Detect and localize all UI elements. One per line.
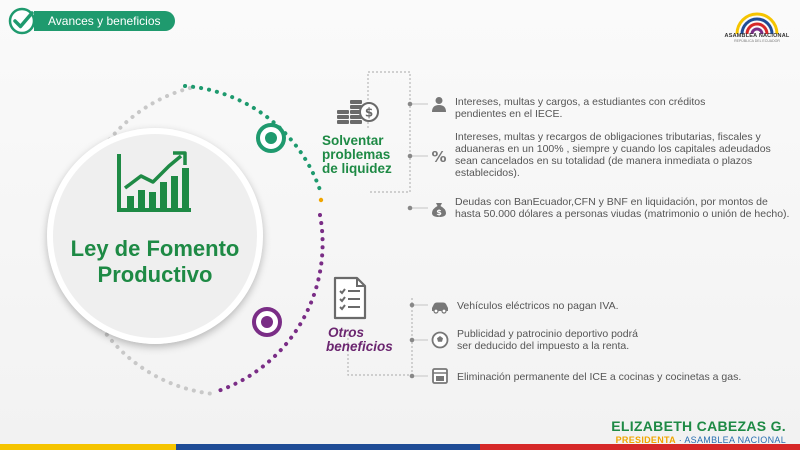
otros-label: Otros beneficios xyxy=(326,326,393,354)
logo-name: ASAMBLEA NACIONAL xyxy=(724,33,790,39)
soccer-ball-icon xyxy=(431,331,449,349)
item-line: ser deducido del impuesto a la renta. xyxy=(457,340,630,352)
liquidez-label: Solventar problemas de liquidez xyxy=(322,134,392,176)
liquidez-item-2: Intereses, multas y recargos de obligaci… xyxy=(455,131,771,179)
item-line: sean cancelados en su totalidad (de mane… xyxy=(455,155,753,167)
coins-icon: $ xyxy=(337,100,379,124)
car-icon xyxy=(432,302,448,314)
otros-item-2: Publicidad y patrocinio deportivo podrá … xyxy=(457,328,638,352)
student-icon xyxy=(432,97,446,112)
section-tab: Avances y beneficios xyxy=(34,11,175,31)
main-title-line1: Ley de Fomento xyxy=(70,236,240,261)
liquidez-item-3: Deudas con BanEcuador,CFN y BNF en liqui… xyxy=(455,196,789,220)
money-bag-icon: $ xyxy=(432,203,446,217)
liquidez-item-1: Intereses, multas y cargos, a estudiante… xyxy=(455,96,705,120)
svg-text:$: $ xyxy=(436,208,442,217)
item-line: pendientes en el IECE. xyxy=(455,108,563,120)
otros-label-line1: Otros xyxy=(328,325,365,340)
flag-stripe xyxy=(0,444,800,450)
otros-item-3: Eliminación permanente del ICE a cocinas… xyxy=(457,371,741,383)
footer-role-org: ASAMBLEA NACIONAL xyxy=(684,435,786,445)
main-title: Ley de Fomento Productivo xyxy=(60,236,250,288)
item-line: establecidos). xyxy=(455,167,520,179)
footer-name: ELIZABETH CABEZAS G. xyxy=(611,418,786,434)
item-line: Intereses, multas y cargos, a estudiante… xyxy=(455,96,706,108)
liquidez-label-line1: Solventar xyxy=(322,133,384,148)
footer-role-sep: · xyxy=(675,435,685,445)
main-circle xyxy=(47,128,263,344)
asamblea-logo xyxy=(735,12,779,35)
svg-text:%: % xyxy=(431,148,446,166)
item-line: Vehículos eléctricos no pagan IVA. xyxy=(457,300,619,312)
item-line: Deudas con BanEcuador,CFN y BNF en liqui… xyxy=(455,196,768,208)
main-title-line2: Productivo xyxy=(97,262,213,287)
item-line: Intereses, multas y recargos de obligaci… xyxy=(455,131,761,143)
otros-item-1: Vehículos eléctricos no pagan IVA. xyxy=(457,300,619,312)
footer-role: PRESIDENTA · ASAMBLEA NACIONAL xyxy=(616,435,786,445)
growth-chart-icon xyxy=(117,151,191,212)
logo-sub: REPÚBLICA DEL ECUADOR xyxy=(734,39,780,43)
liquidez-label-line2: problemas xyxy=(322,147,391,162)
svg-text:$: $ xyxy=(365,106,373,120)
footer-role-title: PRESIDENTA xyxy=(615,435,676,445)
otros-label-line2: beneficios xyxy=(326,339,393,354)
item-line: aduaneras en un 100% , siempre y cuando … xyxy=(455,143,771,155)
liquidez-label-line3: de liquidez xyxy=(322,161,392,176)
item-line: Eliminación permanente del ICE a cocinas… xyxy=(457,371,742,383)
stove-icon xyxy=(432,368,448,384)
checklist-icon xyxy=(333,276,367,320)
percent-icon: % xyxy=(431,148,446,166)
item-line: Publicidad y patrocinio deportivo podrá xyxy=(457,328,638,340)
item-line: hasta 50.000 dólares a personas viudas (… xyxy=(455,208,790,220)
